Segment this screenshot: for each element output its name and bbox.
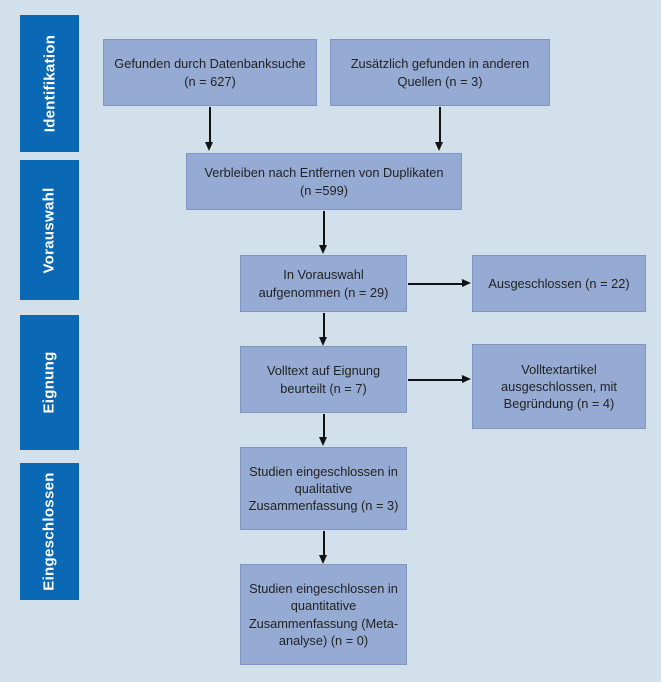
- box-database-search: Gefunden durch Datenbanksuche (n = 627): [103, 39, 317, 106]
- box-qualitative-included: Studien eingeschlossen in qualitative Zu…: [240, 447, 407, 530]
- stage-label: Eignung: [41, 351, 58, 414]
- arrow-fulltext-to-excluded: [408, 375, 471, 384]
- stage-vorauswahl: Vorauswahl: [20, 160, 79, 300]
- stage-eingeschlossen: Eingeschlossen: [20, 463, 79, 600]
- box-other-sources: Zusätzlich gefunden in anderen Quellen (…: [330, 39, 550, 106]
- arrow-screened-to-fulltext: [319, 313, 328, 346]
- arrow-sources-to-duplicates: [435, 107, 444, 151]
- arrow-duplicates-to-screened: [319, 211, 328, 254]
- box-screened: In Vorauswahl aufgenommen (n = 29): [240, 255, 407, 312]
- arrow-qualitative-to-quantitative: [319, 531, 328, 564]
- arrow-screened-to-excluded: [408, 279, 471, 288]
- box-screening-excluded: Ausgeschlossen (n = 22): [472, 255, 646, 312]
- stage-label: Eingeschlossen: [41, 472, 59, 591]
- arrow-fulltext-to-qualitative: [319, 414, 328, 446]
- stage-label: Identifikation: [41, 34, 59, 133]
- box-fulltext-excluded: Volltextartikel ausgeschlossen, mit Begr…: [472, 344, 646, 429]
- box-after-duplicates: Verbleiben nach Entfernen von Duplikaten…: [186, 153, 462, 210]
- arrow-database-to-duplicates: [205, 107, 214, 151]
- stage-identifikation: Identifikation: [20, 15, 79, 152]
- box-quantitative-included: Studien eingeschlossen in quantitative Z…: [240, 564, 407, 665]
- box-fulltext-assessed: Volltext auf Eignung beurteilt (n = 7): [240, 346, 407, 413]
- stage-label: Vorauswahl: [41, 186, 58, 274]
- stage-eignung: Eignung: [20, 315, 79, 450]
